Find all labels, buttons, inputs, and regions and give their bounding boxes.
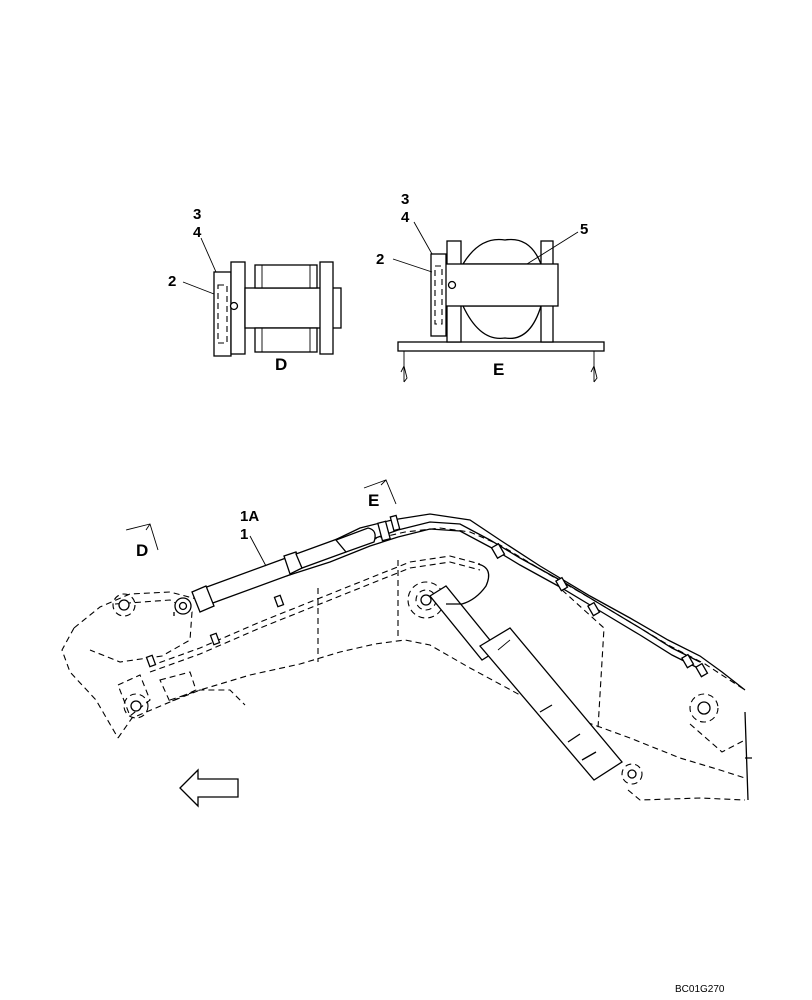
view-marker-e-label: E bbox=[368, 491, 379, 510]
hose-clamps bbox=[145, 514, 709, 678]
view-marker-e: E bbox=[363, 479, 397, 510]
view-e-base-plate bbox=[397, 341, 605, 352]
boom-foot-pin-upper bbox=[112, 593, 136, 617]
view-e-bushing-lower bbox=[461, 305, 542, 340]
view-e-callout-3: 3 bbox=[401, 191, 409, 208]
view-e-title: E bbox=[493, 360, 504, 379]
view-d-bushing-upper bbox=[254, 264, 318, 289]
view-e-callout-5: 5 bbox=[580, 221, 588, 238]
view-d-callout-2: 2 bbox=[168, 273, 176, 290]
view-e-callout-4: 4 bbox=[401, 209, 410, 226]
boom-callout-1: 1 bbox=[240, 526, 248, 543]
boom-outline-upper bbox=[73, 527, 746, 691]
view-e-bolt bbox=[447, 280, 457, 290]
view-d-bracket-right bbox=[319, 261, 334, 355]
view-d: 3 4 2 D bbox=[168, 206, 342, 374]
view-marker-d: D bbox=[125, 523, 159, 560]
view-e-bushing-upper bbox=[461, 238, 542, 265]
arm-cylinder-rod-pin bbox=[621, 763, 643, 785]
view-d-callout-3: 3 bbox=[193, 206, 201, 223]
boom-assembly: 1A 1 D E bbox=[61, 479, 752, 801]
view-d-bushing-lower bbox=[254, 327, 318, 353]
view-marker-d-label: D bbox=[136, 541, 148, 560]
boom-callout-1a: 1A bbox=[240, 508, 259, 525]
view-d-callout-4: 4 bbox=[193, 224, 202, 241]
view-d-bolt bbox=[229, 301, 239, 311]
drawing-code: BC01G270 bbox=[675, 984, 725, 995]
boom-foot-pin-lower bbox=[123, 693, 149, 719]
boom-nose-pin bbox=[689, 693, 719, 723]
direction-arrow-icon bbox=[179, 768, 239, 808]
boom-outline-lower bbox=[117, 639, 746, 779]
hydraulic-hose-lower bbox=[149, 555, 490, 673]
view-d-title: D bbox=[275, 355, 287, 374]
view-e: 3 4 2 5 E bbox=[376, 191, 605, 383]
view-e-pin-shaft bbox=[439, 263, 559, 307]
view-e-callout-2: 2 bbox=[376, 251, 384, 268]
boom-cylinder bbox=[173, 527, 376, 616]
